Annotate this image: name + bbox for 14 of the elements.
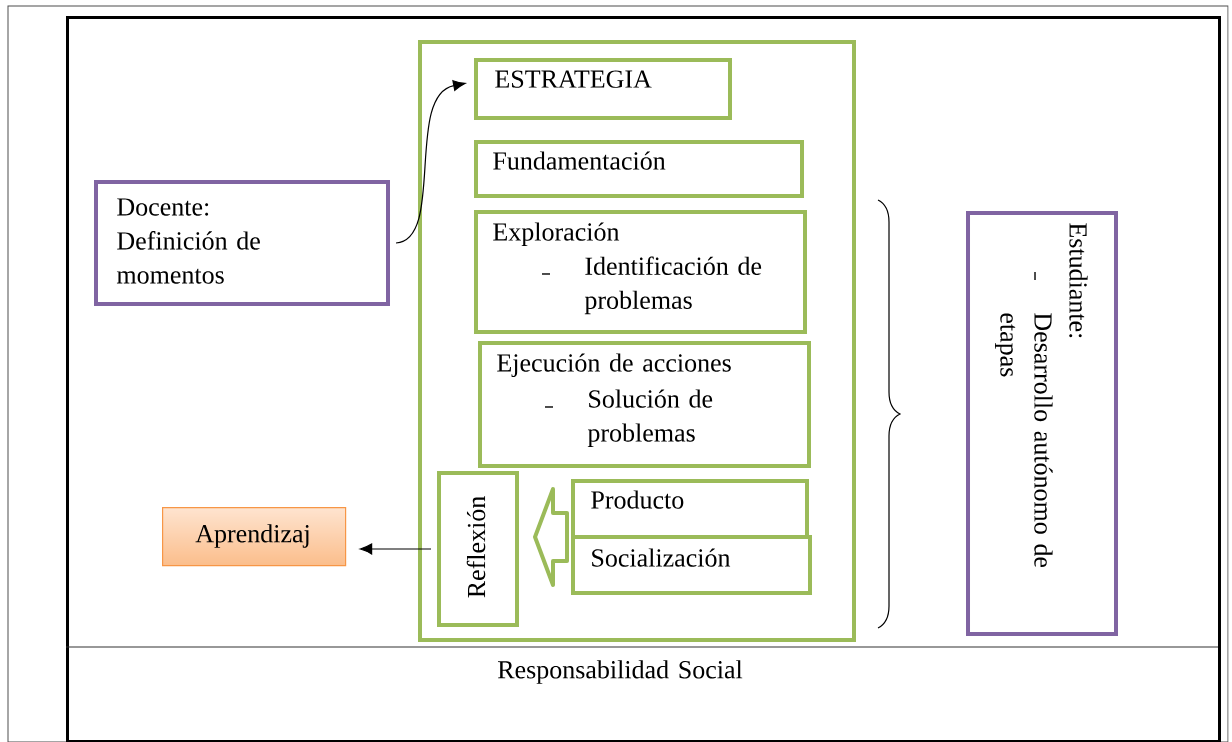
block-arrow: [533, 487, 569, 587]
process-box: ESTRATEGIA: [474, 58, 732, 120]
process-box: Socialización: [571, 535, 812, 595]
process-box: Fundamentación: [474, 140, 804, 198]
role-box: Docente: Definición de momentos: [94, 180, 390, 306]
process-box: Ejecución de acciones Solución de problemas: [478, 341, 811, 468]
arrow: [395, 80, 466, 244]
arrow: [359, 543, 432, 555]
container-box: [418, 40, 856, 642]
process-box: Producto: [571, 479, 809, 539]
process-box: Exploración Identificación de problemas: [474, 210, 807, 334]
role-box: Estudiante: Desarrollo autónomo de etapas: [966, 211, 1118, 636]
result-box: Aprendizaj: [162, 507, 347, 567]
process-box: Reflexión: [437, 471, 519, 627]
